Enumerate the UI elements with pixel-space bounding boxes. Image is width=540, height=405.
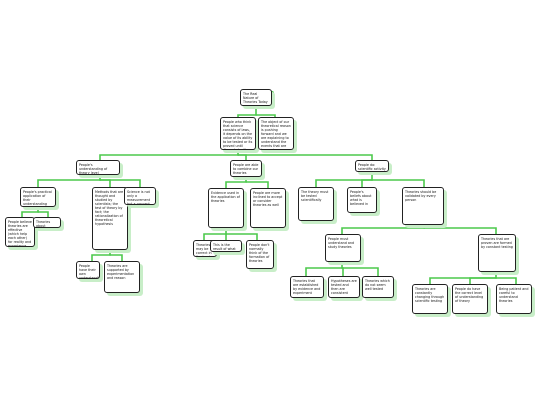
node-label: People must understand and study theorie… xyxy=(328,236,355,249)
link xyxy=(37,174,101,188)
node-label: Methods that are thought and studied by … xyxy=(95,189,124,227)
node-label: People's practical application of their … xyxy=(23,189,52,206)
link xyxy=(203,227,227,241)
link xyxy=(469,277,497,285)
node-label: Theories that are proven are formed by c… xyxy=(481,236,513,249)
link xyxy=(423,227,497,235)
node-label: The Real Nature of Theories Today xyxy=(243,91,268,104)
node-label: People don't normally think of the forma… xyxy=(249,242,270,263)
link xyxy=(99,149,239,163)
node-label: People's beliefs about what is believed … xyxy=(350,189,372,206)
link xyxy=(245,181,269,189)
link xyxy=(99,179,111,188)
link xyxy=(225,176,247,189)
node-label: People have their own understanding of w… xyxy=(79,263,99,279)
concept-node[interactable]: Being patient and careful to understand … xyxy=(496,284,532,314)
node-label: People do have the correct level of unde… xyxy=(455,286,484,303)
link xyxy=(37,211,49,218)
link xyxy=(225,233,258,241)
concept-node[interactable]: Methods that are thought and studied by … xyxy=(92,187,128,250)
concept-node[interactable]: People are able to combine our theories xyxy=(230,160,262,177)
node-label: The object of our theoretical reason is … xyxy=(261,119,291,149)
link xyxy=(371,179,425,188)
concept-node[interactable]: The object of our theoretical reason is … xyxy=(258,117,294,150)
link xyxy=(109,254,123,262)
node-label: People are more inclined to accept or co… xyxy=(253,190,283,207)
node-label: Theories are constantly changing through… xyxy=(415,286,445,303)
concept-node[interactable]: People believe theories are effective (w… xyxy=(5,217,35,247)
concept-node[interactable]: People have their own understanding of w… xyxy=(76,261,100,279)
concept-node[interactable]: People's understanding of theory level xyxy=(76,160,120,175)
concept-node[interactable]: Theories should be validated by every pe… xyxy=(402,187,444,225)
link xyxy=(341,267,379,277)
node-label: People believe theories are effective (w… xyxy=(8,219,32,247)
concept-node[interactable]: This is the result of what is studied in… xyxy=(210,240,242,252)
concept-node[interactable]: Theories are supported by experimentatio… xyxy=(104,261,140,293)
concept-node[interactable]: Hypotheses are tested and then are consi… xyxy=(328,276,360,298)
concept-node[interactable]: People do: scientific activity xyxy=(355,160,389,172)
concept-node[interactable]: Theories about particles, electrons and … xyxy=(33,217,61,228)
concept-node[interactable]: Evidence used in the application of theo… xyxy=(208,188,244,228)
node-label: Hypotheses are tested and then are consi… xyxy=(331,278,357,295)
node-label: Theories may be correct in the level of … xyxy=(196,242,212,257)
concept-node[interactable]: People are more inclined to accept or co… xyxy=(250,188,286,228)
concept-node[interactable]: Theories are constantly changing through… xyxy=(412,284,448,314)
link xyxy=(341,224,425,235)
link xyxy=(99,179,141,188)
node-label: This is the result of what is studied in… xyxy=(213,242,236,251)
link xyxy=(341,267,344,277)
node-label: Theories which do not seem well tested xyxy=(365,278,390,291)
concept-node-root[interactable]: The Real Nature of Theories Today xyxy=(240,89,272,106)
node-label: People are able to combine our theories xyxy=(233,162,259,175)
node-label: People who think that science consists o… xyxy=(223,119,253,149)
concept-node[interactable]: People's practical application of their … xyxy=(20,187,56,207)
node-label: The theory must be tested scientifically xyxy=(301,189,329,202)
link xyxy=(305,261,343,277)
link xyxy=(91,249,111,262)
concept-node[interactable]: The theory must be tested scientifically xyxy=(298,187,334,221)
link xyxy=(361,179,373,188)
node-label: People do: scientific activity xyxy=(358,162,386,171)
link xyxy=(21,206,39,218)
concept-node[interactable]: People who think that science consists o… xyxy=(220,117,256,150)
link xyxy=(315,171,373,188)
node-label: Theories about particles, electrons and … xyxy=(36,219,51,228)
node-label: People's understanding of theory level xyxy=(79,162,108,175)
concept-node[interactable]: People don't normally think of the forma… xyxy=(246,240,274,269)
link xyxy=(237,154,373,163)
node-label: Theories are supported by experimentatio… xyxy=(107,263,135,280)
concept-node[interactable]: Theories which do not seem well tested xyxy=(362,276,394,298)
node-label: Science is not only a measurement but a … xyxy=(127,189,151,205)
concept-node[interactable]: People must understand and study theorie… xyxy=(325,234,361,262)
node-label: Theories that are established by evidenc… xyxy=(293,278,321,295)
link xyxy=(495,277,517,285)
link xyxy=(429,271,497,285)
concept-node[interactable]: People do have the correct level of unde… xyxy=(452,284,488,314)
node-label: Being patient and careful to understand … xyxy=(499,286,529,303)
concept-node[interactable]: Theories that are established by evidenc… xyxy=(290,276,324,298)
concept-node[interactable]: Theories that are proven are formed by c… xyxy=(478,234,516,272)
node-label: Evidence used in the application of theo… xyxy=(211,190,240,203)
concept-node[interactable]: Science is not only a measurement but a … xyxy=(124,187,156,205)
node-label: Theories should be validated by every pe… xyxy=(405,189,437,202)
concept-node[interactable]: People's beliefs about what is believed … xyxy=(347,187,377,213)
